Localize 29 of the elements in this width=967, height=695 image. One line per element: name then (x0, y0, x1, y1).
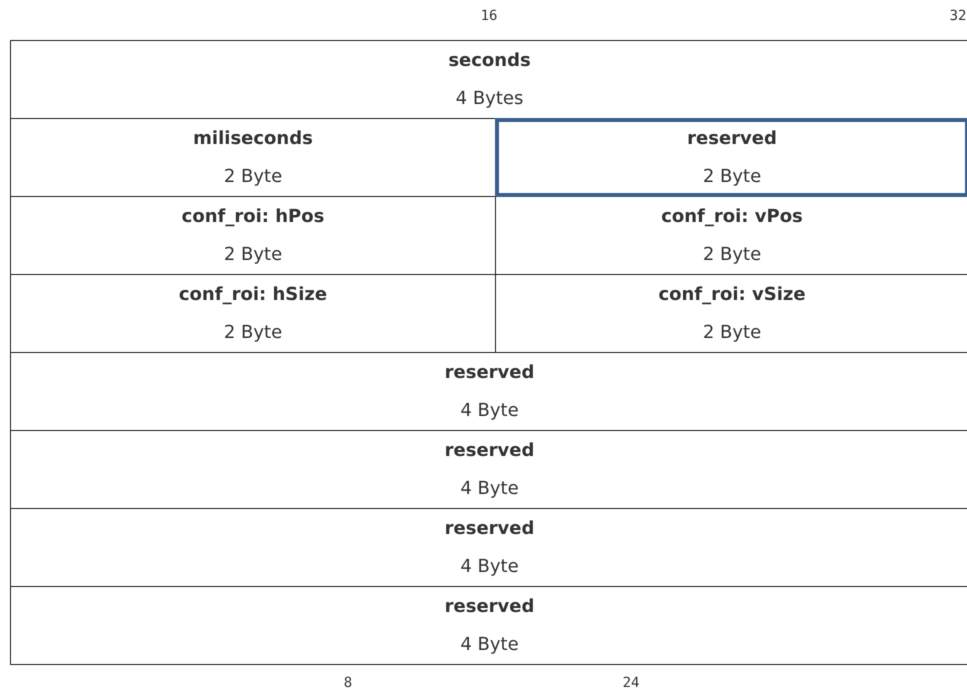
bit-offset-label: 8 (344, 675, 352, 691)
table-cell (495, 118, 967, 197)
field-size: 4 Byte (460, 398, 519, 422)
field-name: reserved (687, 126, 777, 150)
field-name: reserved (444, 360, 534, 384)
field-name: seconds (448, 48, 531, 72)
table-cell (10, 40, 967, 119)
field-size: 2 Byte (702, 164, 762, 188)
bit-offset-label: 16 (480, 8, 498, 24)
bit-offset-label: 32 (950, 8, 966, 24)
bit-offset-label: 24 (622, 675, 640, 691)
field-name: conf_roi: vPos (661, 204, 803, 228)
field-size: 4 Bytes (456, 86, 524, 110)
field-name: conf_roi: hPos (182, 204, 324, 228)
field-name: reserved (444, 438, 534, 462)
field-name: reserved (444, 516, 534, 540)
field-size: 2 Byte (224, 320, 282, 344)
field-name: reserved (444, 594, 534, 618)
field-size: 2 Byte (702, 320, 762, 344)
field-size: 2 Byte (224, 164, 282, 188)
field-size: 2 Byte (224, 242, 282, 266)
field-name: miliseconds (193, 126, 313, 150)
field-size: 4 Byte (460, 554, 519, 578)
field-name: conf_roi: vSize (658, 282, 806, 306)
field-size: 4 Byte (460, 476, 519, 500)
table-cell (10, 586, 967, 665)
field-size: 4 Byte (460, 632, 519, 656)
field-size: 2 Byte (702, 242, 762, 266)
field-name: conf_roi: hSize (178, 282, 328, 306)
